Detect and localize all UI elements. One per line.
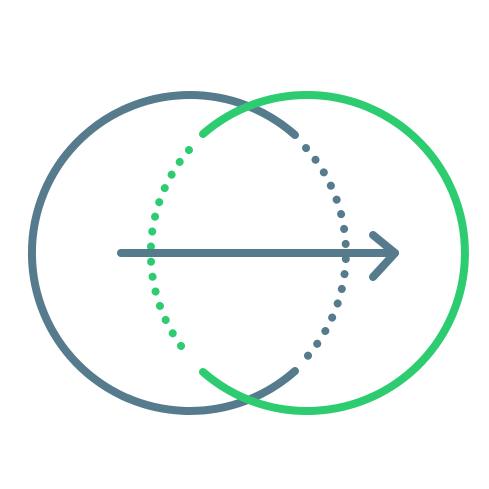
right-circle-outer-arc [199, 91, 469, 415]
right-circle-dotted-arc [146, 146, 193, 360]
arrow-head [369, 231, 399, 281]
left-circle-outer-arc [27, 91, 299, 415]
left-circle-dotted-arc [302, 144, 350, 362]
